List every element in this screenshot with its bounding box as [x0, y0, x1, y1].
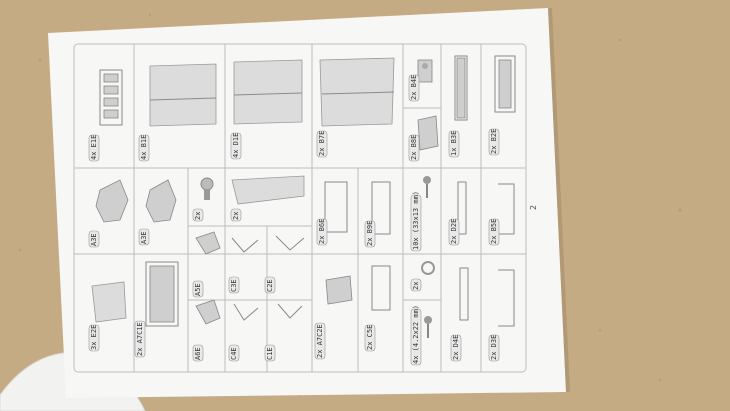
label-text: 2x D3E: [490, 335, 498, 360]
label-text: 2x D4E: [452, 335, 460, 360]
part-a7c2e-drawing: [325, 275, 353, 305]
label-text: A3E: [90, 233, 98, 246]
label-cell-7: 2x B2E: [488, 128, 500, 156]
part-b8e-drawing: [417, 115, 439, 151]
label-text: 2x B6E: [318, 219, 326, 244]
label-cell-16: 2x B5E: [488, 218, 500, 246]
label-cell-12: 2x B6E: [316, 218, 328, 246]
label-cell-26: 2x D3E: [488, 334, 500, 362]
part-corner-panel-drawing: [231, 175, 305, 205]
part-b7e-drawing: [319, 57, 395, 127]
label-cell-15: 2x D2E: [448, 218, 460, 246]
part-b2e-drawing: [494, 55, 516, 113]
part-b3e-drawing: [454, 55, 468, 121]
label-text: C1E: [266, 347, 274, 360]
label-text: 2x B2E: [490, 129, 498, 154]
label-text: C4E: [230, 347, 238, 360]
part-d4e-drawing: [459, 267, 469, 321]
label-cell-3: 2x B7E: [316, 130, 328, 158]
part-d3e-drawing: [498, 269, 515, 327]
part-cam-lock-drawing: [200, 177, 214, 200]
label-cell-25: 2x D4E: [450, 334, 462, 362]
label-cell-18: C2E: [264, 276, 276, 294]
part-e1e-drawing: [99, 69, 123, 126]
label-cell-21: C4E: [228, 344, 240, 362]
label-text: A5E: [194, 283, 202, 296]
label-text: 4x D1E: [232, 133, 240, 158]
label-text: 2x B5E: [490, 219, 498, 244]
label-cell-20: A6E: [192, 344, 204, 362]
label-cell-30: 2x C5E: [364, 324, 376, 352]
part-screw-drawing: [423, 176, 431, 198]
part-b4e-drawing: [417, 59, 433, 83]
label-cell-13: 2x B9E: [364, 220, 376, 248]
label-cell-29: 2x A7C2E: [314, 322, 326, 360]
page-number: 2: [529, 205, 538, 210]
label-text: C2E: [266, 279, 274, 292]
part-c3e-drawing: [275, 235, 305, 251]
label-cell-22: C1E: [264, 344, 276, 362]
part-c5e-drawing: [371, 265, 391, 311]
label-text: 2x: [232, 212, 240, 220]
label-cell-1: 4x B1E: [138, 134, 150, 162]
part-c2e-drawing: [231, 237, 259, 253]
label-cell-17: A5E: [192, 280, 204, 298]
label-text: 2x B8E: [410, 135, 418, 160]
label-cell-24: 4x (4.2x22 mm): [410, 305, 422, 366]
label-cell-11: 2x: [230, 208, 242, 222]
part-b5e-drawing: [498, 183, 515, 235]
label-cell-10: 2x: [192, 208, 204, 222]
part-screw-long-drawing: [424, 316, 432, 338]
label-cell-6: 1x B3E: [448, 130, 460, 158]
label-cell-8: A3E: [88, 230, 100, 248]
label-cell-14: 10x (33x13 mm): [410, 191, 422, 252]
label-text: 2x: [412, 282, 420, 290]
label-text: 2x C5E: [366, 325, 374, 350]
part-c1e-drawing: [277, 303, 303, 319]
part-a7c1e-drawing: [145, 261, 179, 327]
label-text: 2x: [194, 212, 202, 220]
label-text: C3E: [230, 279, 238, 292]
part-a5e-drawing: [195, 231, 221, 255]
label-text: 2x B7E: [318, 131, 326, 156]
part-e2e-drawing: [91, 281, 127, 323]
label-cell-28: 2x A7C1E: [134, 320, 146, 358]
label-cell-2: 4x D1E: [230, 132, 242, 160]
part-a3e-right-drawing: [145, 179, 177, 223]
label-cell-19: C3E: [228, 276, 240, 294]
label-text: 4x (4.2x22 mm): [412, 305, 420, 364]
part-b6e-drawing: [324, 181, 348, 233]
label-text: 2x A7C2E: [316, 324, 324, 358]
label-text: 2x B9E: [366, 221, 374, 246]
part-a6e-drawing: [195, 299, 221, 325]
label-cell-0: 4x E1E: [88, 134, 100, 162]
label-cell-5: 2x B8E: [408, 134, 420, 162]
part-washer-drawing: [421, 261, 435, 275]
part-b9e-drawing: [371, 181, 391, 235]
label-text: 2x A7C1E: [136, 322, 144, 356]
label-text: 4x E1E: [90, 135, 98, 160]
label-text: 1x B3E: [450, 131, 458, 156]
label-text: 10x (33x13 mm): [412, 191, 420, 250]
label-text: A6E: [194, 347, 202, 360]
label-text: 4x B1E: [140, 135, 148, 160]
part-c4e-drawing: [233, 303, 259, 321]
part-d2e-drawing: [457, 181, 467, 235]
label-text: 3x E2E: [90, 325, 98, 350]
label-text: A3E: [140, 231, 148, 244]
part-b1e-drawing: [149, 63, 217, 127]
sheet-shadow-edge: [548, 8, 570, 392]
part-a3e-left-drawing: [95, 179, 129, 223]
part-d1e-drawing: [233, 59, 303, 125]
label-cell-27: 3x E2E: [88, 324, 100, 352]
label-cell-23: 2x: [410, 278, 422, 292]
label-text: 2x B4E: [410, 75, 418, 100]
label-cell-9: A3E: [138, 228, 150, 246]
label-text: 2x D2E: [450, 219, 458, 244]
label-cell-4: 2x B4E: [408, 74, 420, 102]
